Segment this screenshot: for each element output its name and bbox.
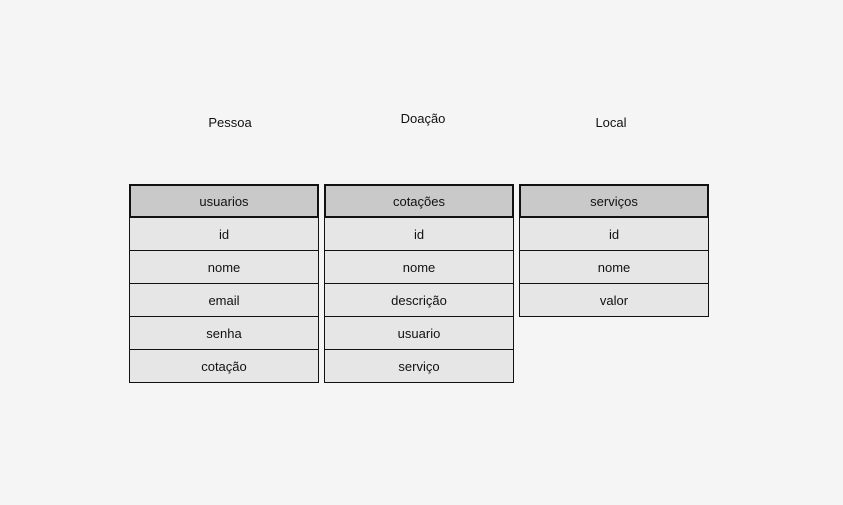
table-header: serviços xyxy=(519,184,709,218)
field-name: id xyxy=(218,226,230,242)
table-row: id xyxy=(324,218,514,251)
field-name: senha xyxy=(206,325,242,341)
table-servicos: serviços id nome valor xyxy=(519,184,709,317)
table-header: cotações xyxy=(324,184,514,218)
field-name: usuario xyxy=(397,325,441,341)
field-name: nome xyxy=(402,259,436,275)
table-row: serviço xyxy=(324,350,514,383)
entity-title-pessoa: Pessoa xyxy=(208,115,252,130)
table-row: senha xyxy=(129,317,319,350)
table-row: nome xyxy=(519,251,709,284)
table-name: cotações xyxy=(392,193,446,209)
table-row: cotação xyxy=(129,350,319,383)
table-row: id xyxy=(129,218,319,251)
field-name: descrição xyxy=(391,292,447,308)
table-name: serviços xyxy=(590,193,638,209)
table-header: usuarios xyxy=(129,184,319,218)
entity-title-local: Local xyxy=(595,115,627,130)
table-row: nome xyxy=(129,251,319,284)
table-row: descrição xyxy=(324,284,514,317)
entity-title-doacao: Doação xyxy=(400,111,446,126)
table-row: valor xyxy=(519,284,709,317)
table-row: email xyxy=(129,284,319,317)
field-name: nome xyxy=(597,259,631,275)
table-row: id xyxy=(519,218,709,251)
table-usuarios: usuarios id nome email senha cotação xyxy=(129,184,319,383)
field-name: nome xyxy=(207,259,241,275)
field-name: serviço xyxy=(398,358,440,374)
table-cotacoes: cotações id nome descrição usuario servi… xyxy=(324,184,514,383)
table-row: nome xyxy=(324,251,514,284)
field-name: cotação xyxy=(201,358,247,374)
table-name: usuarios xyxy=(199,193,249,209)
field-name: id xyxy=(608,226,620,242)
field-name: email xyxy=(208,292,240,308)
table-row: usuario xyxy=(324,317,514,350)
field-name: valor xyxy=(599,292,629,308)
field-name: id xyxy=(413,226,425,242)
